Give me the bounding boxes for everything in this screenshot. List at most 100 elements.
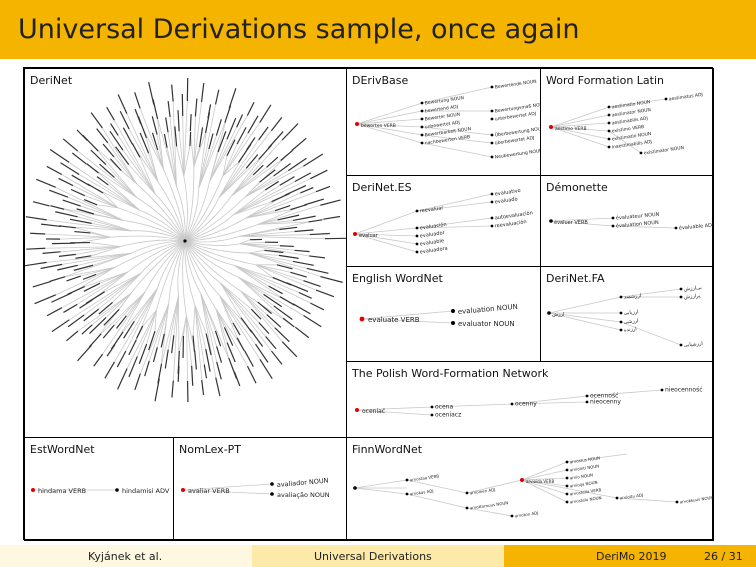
derinet-leaf-label bbox=[67, 314, 85, 328]
tree-node-label: evaluado bbox=[494, 196, 518, 205]
derinet-leaf-label bbox=[154, 378, 160, 402]
derinet-leaf-label bbox=[171, 335, 175, 354]
tree-node-label: Bewerter NOUN bbox=[424, 112, 460, 123]
tree-node-label: evaluación bbox=[419, 221, 447, 232]
derinet-es-tree-graph: evaluar evaluaciónevaluadorevaluablereev… bbox=[353, 188, 533, 255]
tree-node-label: arvoinen ADJ bbox=[469, 487, 495, 496]
derinet-leaf-label bbox=[294, 172, 312, 182]
footer-event: DeriMo 2019 bbox=[596, 550, 667, 563]
derinet-leaf-label bbox=[75, 255, 92, 259]
derinet-leaf-label bbox=[49, 276, 66, 282]
derinet-leaf-label bbox=[134, 373, 141, 390]
derinet-leaf-label bbox=[50, 205, 65, 210]
derinet-leaf-label bbox=[26, 247, 46, 250]
node-evaluation bbox=[451, 309, 455, 313]
tree-node bbox=[490, 133, 494, 137]
tree-node-label: aestimatus ADJ bbox=[668, 92, 703, 103]
tree-node bbox=[490, 192, 494, 196]
tree-node bbox=[405, 478, 409, 482]
derinet-leaf-label bbox=[249, 329, 264, 347]
derinet-leaf-label bbox=[73, 264, 94, 271]
panel-derinet: DeriNet bbox=[24, 68, 347, 438]
derinet-leaf-label bbox=[216, 346, 223, 363]
derinet-leaf-label bbox=[232, 322, 241, 336]
derinet-leaf-label bbox=[279, 245, 294, 248]
derinet-leaf-label bbox=[51, 319, 70, 333]
derinet-leaf-label bbox=[280, 149, 294, 161]
tree-node-label: existimator NOUN bbox=[643, 145, 684, 157]
tree-node bbox=[420, 101, 424, 105]
tree-node-label: arvostella VERB bbox=[569, 487, 601, 496]
tree-node-label: arvokkuus NOUN bbox=[679, 495, 713, 505]
derinet-leaf-label bbox=[74, 230, 91, 234]
tree-node-label: ارزیابی bbox=[624, 309, 639, 316]
derinet-leaf-label bbox=[268, 285, 283, 295]
tree-node-label: arvio NOUN bbox=[569, 472, 593, 480]
derinet-leaf-label bbox=[30, 232, 46, 235]
derinet-leaf-label bbox=[128, 356, 138, 378]
derinet-leaf-label bbox=[177, 365, 180, 382]
derinet-leaf-label bbox=[281, 341, 298, 358]
tree-node bbox=[490, 200, 494, 204]
tree-node bbox=[679, 295, 683, 299]
derinet-leaf-label bbox=[310, 302, 325, 311]
tree-node-label: Bewertende NOUN bbox=[494, 79, 537, 91]
derinet-leaf-label bbox=[265, 336, 277, 350]
tree-node-label: existimo VERB bbox=[611, 124, 644, 134]
panel-estwordnet: EstWordNet hindama VERB hindamisi ADV bbox=[24, 437, 174, 541]
derinet-leaf-label bbox=[290, 204, 307, 211]
derinet-leaf-label bbox=[66, 330, 79, 342]
tree-node-label: ocenność bbox=[590, 393, 618, 400]
tree-node-label: arvottomuus NOUN bbox=[469, 500, 508, 510]
tree-node bbox=[607, 105, 611, 109]
derinet-leaf-label bbox=[165, 117, 169, 133]
derinet-leaf-label bbox=[266, 156, 279, 168]
tree-node bbox=[611, 216, 615, 220]
derinet-leaf-label bbox=[182, 335, 185, 358]
derinet-leaf-label bbox=[77, 344, 92, 362]
derinet-leaf-label bbox=[106, 344, 116, 357]
derinet-leaf-label bbox=[191, 365, 194, 386]
derinet-leaf-label bbox=[60, 162, 80, 175]
derinet-leaf-label bbox=[88, 333, 102, 348]
derinet-leaf-label bbox=[320, 199, 341, 206]
derinet-leaf-label bbox=[200, 83, 205, 103]
tree-node bbox=[607, 145, 611, 149]
derinet-leaf-label bbox=[138, 343, 148, 364]
root-node bbox=[353, 232, 357, 236]
derinet-leaf-label bbox=[205, 333, 212, 356]
derinet-leaf-label bbox=[96, 128, 109, 144]
derinet-leaf-label bbox=[284, 185, 307, 196]
derinet-leaf-label bbox=[131, 143, 141, 158]
derinet-leaf-label bbox=[102, 143, 115, 158]
panel-nomlex-pt: NomLex-PT avaliar VERB avaliador NOUN av… bbox=[173, 437, 347, 541]
derinet-leaf-label bbox=[117, 94, 128, 114]
derinet-leaf-label bbox=[160, 333, 165, 348]
derinet-leaf-label bbox=[76, 129, 88, 142]
derinet-leaf-label bbox=[117, 368, 128, 390]
tree-node bbox=[611, 224, 615, 228]
derinet-leaf-label bbox=[320, 275, 343, 283]
tree-node bbox=[660, 388, 664, 392]
derinet-leaf-label bbox=[259, 104, 272, 123]
root-node bbox=[359, 316, 365, 322]
derinet-leaf-label bbox=[90, 149, 107, 166]
tree-node bbox=[420, 141, 424, 145]
derinet-leaf-label bbox=[315, 289, 335, 298]
footer-event-segment: DeriMo 2019 26 / 31 bbox=[504, 545, 756, 567]
derinet-leaf-label bbox=[76, 208, 95, 215]
derinet-leaf-label bbox=[226, 117, 237, 140]
tree-node-label: aestimabilis ADJ bbox=[611, 115, 648, 126]
root-node bbox=[355, 122, 359, 126]
panel-english-wordnet: English WordNet evaluate VERB evaluation… bbox=[346, 266, 541, 362]
tree-node-label: arvostelu NOUN bbox=[569, 495, 601, 504]
derinet-leaf-label bbox=[63, 303, 78, 313]
derinet-leaf-label bbox=[25, 216, 47, 221]
derinet-leaf-label bbox=[217, 131, 227, 153]
tree-node-label: Neubewertung NOUN bbox=[494, 148, 541, 161]
nomlex-tree-graph: avaliar VERB avaliador NOUN avaliação NO… bbox=[181, 476, 330, 499]
panel-demonette-label: Démonette bbox=[546, 181, 608, 194]
